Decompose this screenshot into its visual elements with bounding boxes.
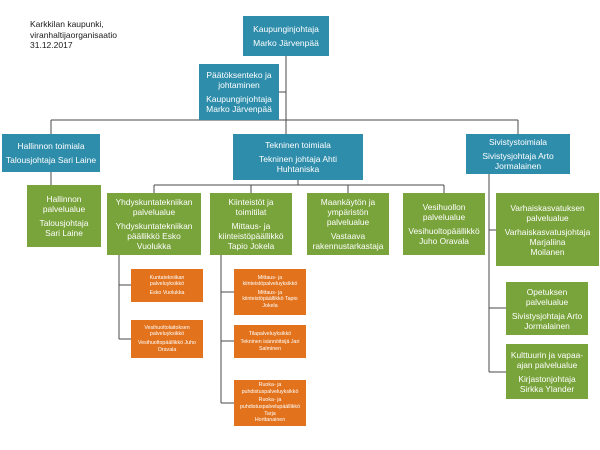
org-unit-person: Kirjastonjohtaja: [518, 373, 576, 384]
org-unit-title: palvelualue: [326, 217, 370, 227]
org-unit-title: Varhaiskasvatuksen: [510, 202, 585, 213]
org-unit-person: Jormalainen: [494, 161, 542, 172]
org-unit-person: Kaupunginjohtaja: [206, 94, 272, 104]
org-unit-person: Jokela: [262, 302, 278, 309]
org-unit-title: Päätöksenteko ja: [206, 69, 272, 80]
org-unit-title: palvelualue: [422, 212, 466, 222]
org-unit-title: Vesihuollon: [422, 202, 466, 212]
org-unit-person: Vuolukka: [136, 241, 172, 251]
org-unit-title: ympäristön: [327, 207, 369, 217]
org-unit-person: kiinteistöpäällikkö Tapio: [242, 296, 298, 303]
org-unit-title: puhdistuspalveluyksikkö: [241, 388, 299, 395]
org-unit-person: Moilanen: [530, 246, 565, 257]
org-unit-person: Varhaiskasvatusjohtaja Marjaliina: [504, 226, 591, 247]
org-unit-person: Esko Vuolukka: [149, 289, 185, 296]
org-unit-person: Vesihuoltopäällikkö Juho: [137, 340, 196, 346]
org-unit-person: Mittaus- ja: [257, 289, 283, 296]
org-unit-person: Huhtaniska: [276, 164, 320, 175]
org-unit-title: palvelualue: [132, 207, 176, 217]
org-unit-person: Marko Järvenpää: [253, 38, 319, 48]
caption-organization: Karkkilan kaupunki,: [30, 19, 104, 29]
org-unit-person: Oravala: [157, 346, 177, 353]
org-unit-title: Hallinnon: [46, 194, 82, 204]
org-unit-person: Tekninen johtaja Ahti: [259, 153, 337, 164]
org-unit-person: Tapio Jokela: [227, 241, 275, 251]
org-unit-person: Sivistysjohtaja Arto: [511, 310, 583, 321]
org-unit-person: kiinteistöpäällikkö: [218, 231, 284, 241]
org-unit-person: Tekninen isännöitsijä Jari: [240, 339, 300, 346]
org-unit-person: Juho Oravala: [419, 236, 469, 246]
org-unit-person: Mittaus- ja: [231, 221, 271, 231]
org-unit-title: Maankäytön ja: [320, 197, 376, 207]
org-unit-title: Tilapalveluyksikkö: [248, 330, 292, 337]
org-unit-title: ajan palvelualue: [516, 359, 578, 370]
chart-caption: Karkkilan kaupunki, viranhaltijaorganisa…: [30, 19, 200, 51]
org-unit-title: Vesihuoltolaitoksen: [144, 324, 190, 331]
org-unit-person: puhdistuspalvelupäällikkö Tarja: [239, 404, 301, 417]
org-unit-title: johtaminen: [218, 79, 260, 90]
org-unit-person: Sari Laine: [45, 228, 83, 238]
org-unit-title: palveluyksikkö: [149, 281, 185, 288]
org-unit-title: Opetuksen: [526, 286, 568, 297]
org-unit-person: Jormalainen: [524, 320, 570, 331]
org-unit-person: Talousjohtaja: [39, 218, 89, 228]
org-unit-person: Vastaava: [330, 231, 366, 241]
org-unit-person: Vesihuoltopäällikkö: [408, 226, 480, 236]
org-unit-title: palveluyksikkö: [149, 331, 185, 338]
org-unit-title: Kuntatekniikan: [149, 274, 185, 281]
org-unit-person: Yhdyskuntatekniikan: [115, 221, 193, 231]
org-unit-person: rakennustarkastaja: [312, 241, 384, 251]
org-unit-title: kiinteistöpalveluyksikkö: [242, 281, 298, 288]
org-unit-person: Horttanainen: [254, 417, 286, 424]
org-unit-person: Sivistysjohtaja Arto: [482, 150, 554, 161]
org-unit-person: Talousjohtaja Sari Laine: [5, 155, 97, 165]
org-unit-title: palvelualue: [525, 296, 569, 307]
org-unit-title: Yhdyskuntatekniikan: [115, 197, 193, 207]
org-unit-title: Ruoka- ja: [258, 382, 282, 389]
org-unit-title: palvelualue: [526, 212, 569, 223]
org-unit-title: Hallinnon toimiala: [17, 140, 85, 151]
org-unit-title: Kaupunginjohtaja: [253, 23, 319, 34]
org-unit-title: Sivistystoimiala: [488, 136, 548, 147]
org-unit-title: Kulttuurin ja vapaa-: [510, 349, 584, 360]
org-unit-title: palvelualue: [42, 204, 86, 214]
org-unit-person: Ruoka- ja: [258, 397, 282, 404]
caption-date: 31.12.2017: [30, 40, 73, 50]
org-unit-person: Salminen: [258, 345, 282, 352]
org-unit-person: Sirkka Ylander: [519, 383, 575, 394]
caption-title: viranhaltijaorganisaatio: [30, 29, 117, 40]
org-unit-person: päällikkö Esko: [127, 231, 181, 241]
org-unit-person: Marko Järvenpää: [206, 104, 272, 115]
org-unit-title: toimitilat: [235, 207, 267, 217]
org-unit-title: Mittaus- ja: [257, 274, 283, 281]
org-unit-title: Kiinteistöt ja: [228, 197, 274, 207]
org-unit-title: Tekninen toimiala: [265, 139, 331, 150]
